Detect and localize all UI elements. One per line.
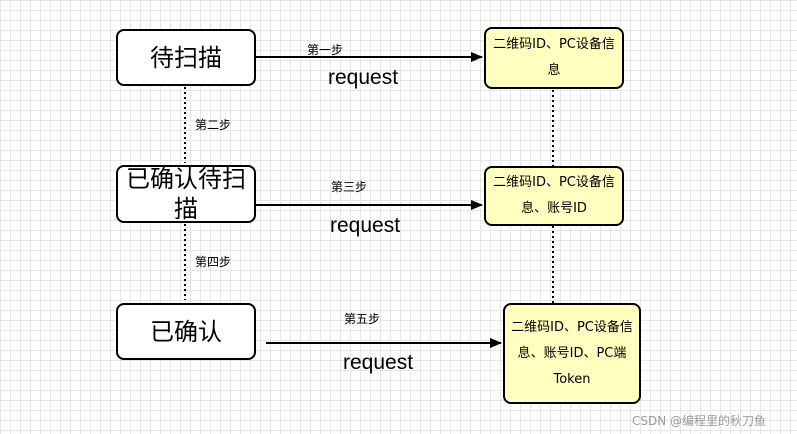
payload-1: 二维码ID、PC设备信息 [484, 27, 624, 89]
state-confirmed-waiting-scan-label: 已确认待扫描 [126, 165, 246, 223]
step2-label: 第二步 [195, 118, 232, 132]
step1-label: 第一步 [307, 43, 344, 57]
state-waiting-scan-label: 待扫描 [150, 43, 222, 72]
payload-2-text: 二维码ID、PC设备信息、账号ID [493, 175, 615, 216]
request-label-3: request [343, 351, 414, 374]
state-confirmed-waiting-scan: 已确认待扫描 [116, 165, 256, 223]
step4-label: 第四步 [195, 255, 232, 269]
step3-label: 第三步 [331, 180, 368, 194]
request-label-2: request [330, 214, 401, 237]
state-confirmed-label: 已确认 [150, 317, 222, 346]
request-label-1: request [328, 66, 399, 89]
step5-label: 第五步 [344, 312, 381, 326]
watermark: CSDN @编程里的秋刀鱼 [632, 414, 767, 428]
payload-1-text: 二维码ID、PC设备信息 [493, 37, 615, 78]
state-waiting-scan: 待扫描 [116, 29, 256, 86]
payload-3-text: 二维码ID、PC设备信息、账号ID、PC端Token [511, 319, 633, 387]
payload-3: 二维码ID、PC设备信息、账号ID、PC端Token [503, 303, 641, 404]
state-confirmed: 已确认 [116, 303, 256, 360]
payload-2: 二维码ID、PC设备信息、账号ID [484, 166, 624, 226]
